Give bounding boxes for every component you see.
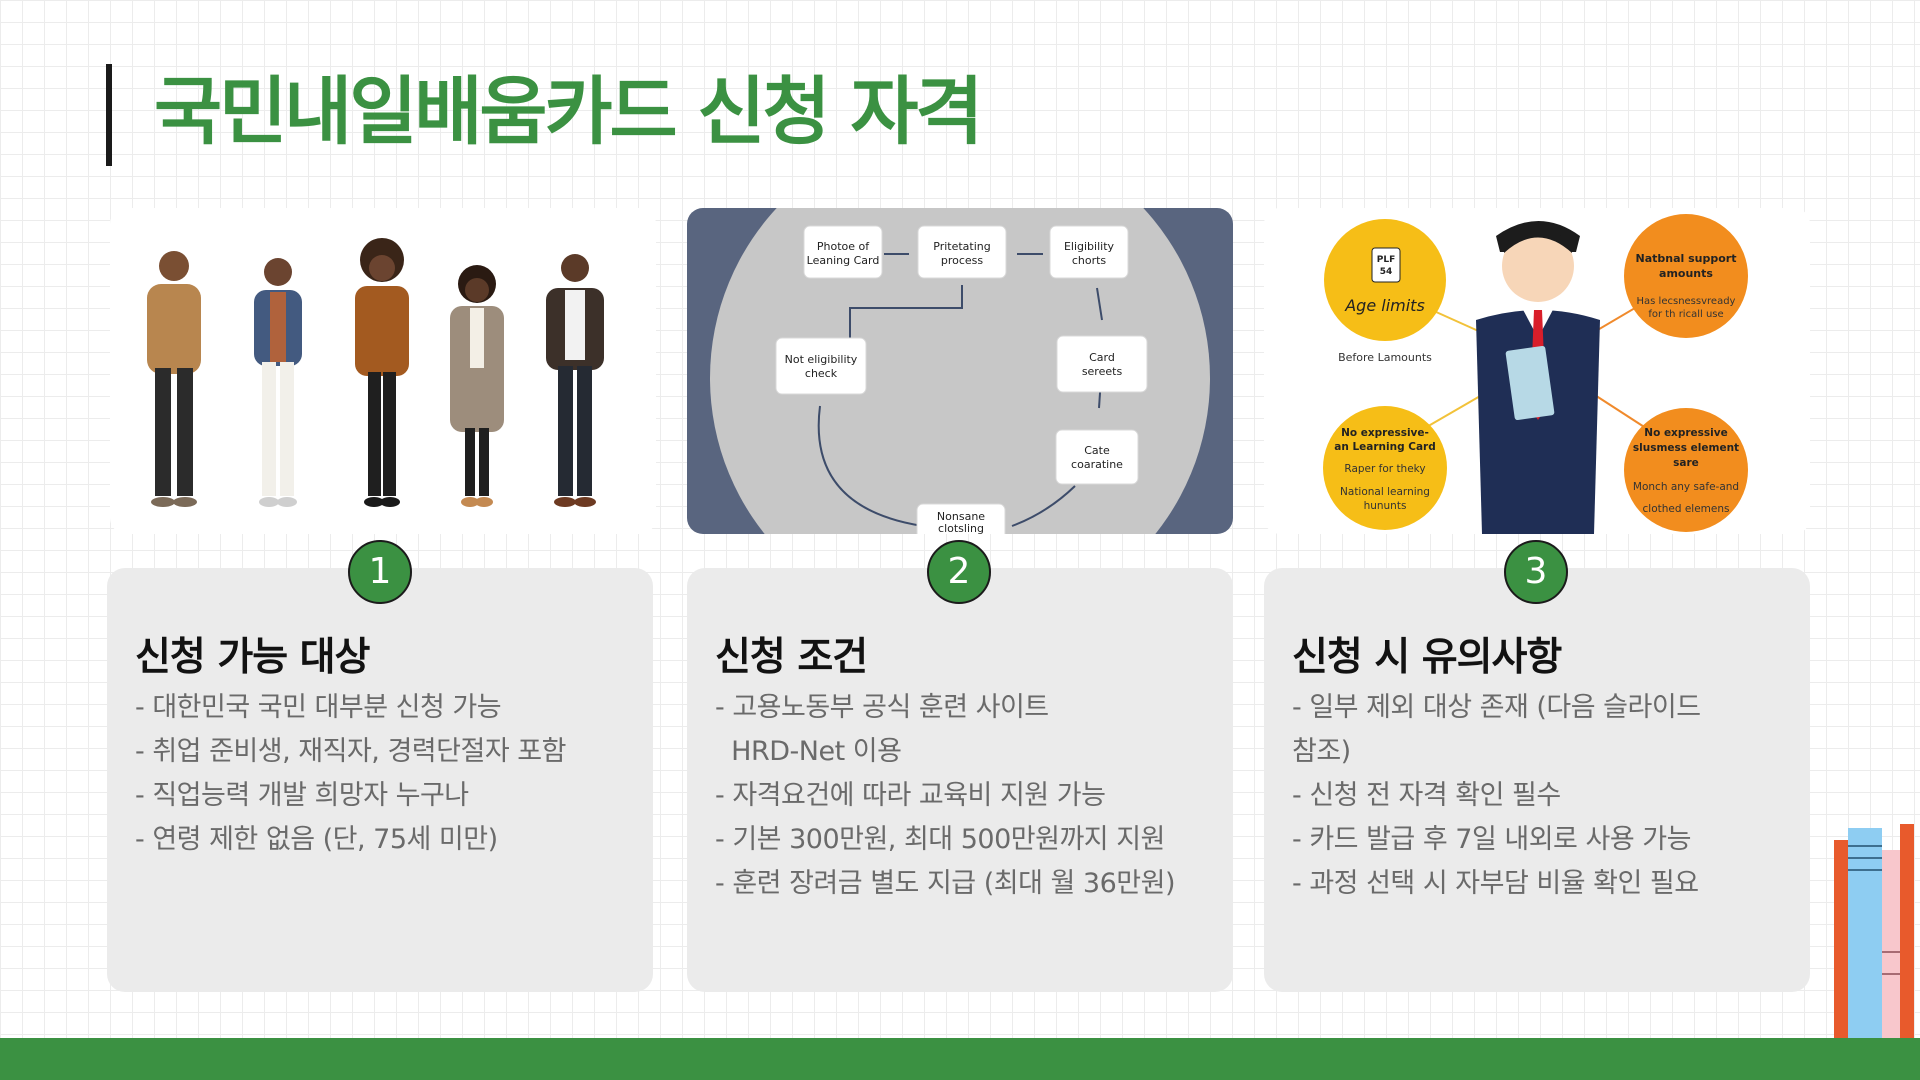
svg-text:Cate: Cate xyxy=(1084,444,1110,457)
svg-text:coaratine: coaratine xyxy=(1071,458,1123,471)
svg-text:Not eligibility: Not eligibility xyxy=(785,353,858,366)
card-application-notes: 신청 시 유의사항 - 일부 제외 대상 존재 (다음 슬라이드 참조) - 신… xyxy=(1264,568,1810,992)
person-figure xyxy=(254,258,302,507)
svg-text:process: process xyxy=(941,254,984,267)
svg-text:PLF: PLF xyxy=(1377,255,1395,265)
card-eligible-applicants: 신청 가능 대상 - 대한민국 국민 대부분 신청 가능 - 취업 준비생, 재… xyxy=(107,568,653,992)
svg-text:check: check xyxy=(805,367,838,380)
card-application-conditions: 신청 조건 - 고용노동부 공식 훈련 사이트 HRD-Net 이용 - 자격요… xyxy=(687,568,1233,992)
card-heading: 신청 조건 xyxy=(715,635,868,680)
list-item: 참조) xyxy=(1292,736,1351,767)
svg-text:Pritetating: Pritetating xyxy=(933,240,990,253)
svg-text:hununts: hununts xyxy=(1364,500,1407,512)
person-figure xyxy=(147,251,201,507)
person-figure xyxy=(355,238,409,507)
card-item-list: - 고용노동부 공식 훈련 사이트 HRD-Net 이용 - 자격요건에 따라 … xyxy=(715,686,1225,906)
svg-text:Leaning Card: Leaning Card xyxy=(807,254,880,267)
list-item: HRD-Net 이용 xyxy=(715,736,902,767)
title-accent-bar xyxy=(106,64,112,166)
svg-text:Eligibility: Eligibility xyxy=(1064,240,1115,253)
list-item: - 직업능력 개발 희망자 누구나 xyxy=(135,780,469,811)
svg-text:Monch any safe-and: Monch any safe-and xyxy=(1633,481,1739,493)
svg-text:No expressive-: No expressive- xyxy=(1341,427,1429,439)
svg-text:Has lecsnessvready: Has lecsnessvready xyxy=(1637,296,1736,307)
svg-text:No expressive: No expressive xyxy=(1644,427,1727,439)
svg-text:54: 54 xyxy=(1380,267,1393,277)
svg-text:Before Lamounts: Before Lamounts xyxy=(1338,351,1432,364)
svg-text:an Learning Card: an Learning Card xyxy=(1334,441,1436,453)
svg-text:for th ricall use: for th ricall use xyxy=(1648,309,1723,320)
card-item-list: - 대한민국 국민 대부분 신청 가능 - 취업 준비생, 재직자, 경력단절자… xyxy=(135,686,645,862)
person-figure xyxy=(546,254,604,507)
svg-text:Raper for theky: Raper for theky xyxy=(1344,463,1425,475)
svg-text:clothed elemens: clothed elemens xyxy=(1643,503,1730,515)
list-item: - 과정 선택 시 자부담 비율 확인 필요 xyxy=(1292,868,1699,899)
people-group-photo xyxy=(110,208,656,534)
footer-bar xyxy=(0,1038,1920,1080)
svg-text:National learning: National learning xyxy=(1340,486,1430,498)
svg-text:Photoe of: Photoe of xyxy=(817,240,870,253)
list-item: - 고용노동부 공식 훈련 사이트 xyxy=(715,692,1049,723)
svg-text:amounts: amounts xyxy=(1659,267,1713,280)
list-item: - 자격요건에 따라 교육비 지원 가능 xyxy=(715,780,1106,811)
svg-text:Age limits: Age limits xyxy=(1344,296,1425,315)
slide-title: 국민내일배움카드 신청 자격 xyxy=(154,69,983,155)
svg-text:sare: sare xyxy=(1673,457,1699,469)
list-item: - 일부 제외 대상 존재 (다음 슬라이드 xyxy=(1292,692,1701,723)
list-item: - 기본 300만원, 최대 500만원까지 지원 xyxy=(715,824,1165,855)
svg-text:Natbnal support: Natbnal support xyxy=(1636,252,1737,265)
card-heading: 신청 시 유의사항 xyxy=(1292,635,1562,680)
books-decoration xyxy=(1834,824,1920,1040)
person-figure xyxy=(450,265,504,507)
list-item: - 연령 제한 없음 (단, 75세 미만) xyxy=(135,824,498,855)
step-number-badge: 2 xyxy=(927,540,991,604)
svg-text:clotsling: clotsling xyxy=(938,522,984,534)
list-item: - 카드 발급 후 7일 내외로 사용 가능 xyxy=(1292,824,1691,855)
list-item: - 취업 준비생, 재직자, 경력단절자 포함 xyxy=(135,736,566,767)
svg-text:slusmess element: slusmess element xyxy=(1633,442,1739,454)
step-number-badge: 3 xyxy=(1504,540,1568,604)
list-item: - 신청 전 자격 확인 필수 xyxy=(1292,780,1561,811)
svg-text:Nonsane: Nonsane xyxy=(937,510,985,523)
list-item: - 훈련 장려금 별도 지급 (최대 월 36만원) xyxy=(715,868,1176,899)
businessman-infographic: PLF 54 Age limits Before Lamounts No exp… xyxy=(1264,208,1810,534)
step-number-badge: 1 xyxy=(348,540,412,604)
list-item: - 대한민국 국민 대부분 신청 가능 xyxy=(135,692,502,723)
card-heading: 신청 가능 대상 xyxy=(135,635,370,680)
svg-text:Card: Card xyxy=(1089,351,1115,364)
card-item-list: - 일부 제외 대상 존재 (다음 슬라이드 참조) - 신청 전 자격 확인 … xyxy=(1292,686,1802,906)
svg-text:sereets: sereets xyxy=(1082,365,1123,378)
svg-text:chorts: chorts xyxy=(1072,254,1107,267)
